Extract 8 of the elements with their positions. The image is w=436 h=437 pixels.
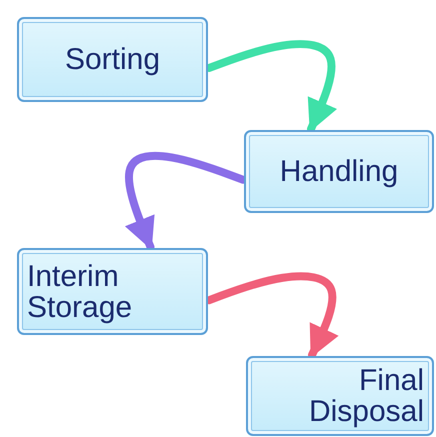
box-label: Interim Storage [26, 260, 134, 322]
process-box [244, 130, 434, 213]
process-box [17, 17, 208, 102]
process-box [246, 356, 434, 436]
box-label: Final Disposal [308, 365, 425, 427]
box-label: Handling [278, 156, 400, 187]
box-label: Sorting [64, 44, 162, 75]
process-box [17, 248, 208, 335]
